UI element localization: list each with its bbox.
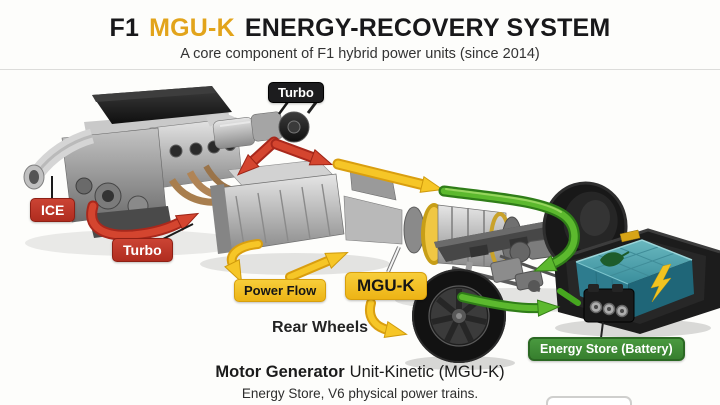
battery-illustration: [553, 228, 720, 334]
turbo-top-label: Turbo: [268, 82, 324, 103]
yellow-arrow-gearbox-hook: [224, 239, 263, 284]
ice-label: ICE: [30, 198, 76, 222]
energy-store-label: Energy Store (Battery): [528, 337, 685, 361]
callout-lines: [51, 98, 604, 339]
header: F1 MGU-K ENERGY-RECOVERY SYSTEM A core com…: [0, 0, 720, 62]
footer-heading-rest: Unit-Kinetic (MGU-K): [349, 363, 505, 381]
rear-wheel-near: [412, 269, 506, 363]
red-arrow-ice-curve: [86, 200, 200, 241]
red-arrow-turbo-right: [270, 138, 334, 166]
green-arrow-regen: [438, 185, 580, 272]
leaf-icon: [600, 251, 630, 267]
callout-line-turbo-red: [162, 223, 194, 240]
yellow-arrow-label-to-wheel: [365, 298, 408, 338]
yellow-arrow-to-mgu: [285, 252, 349, 282]
yellow-arrow-main: [332, 158, 444, 193]
page-title: F1 MGU-K ENERGY-RECOVERY SYSTEM: [0, 14, 720, 43]
power-flow-label: Power Flow: [234, 279, 327, 302]
footer-heading-bold: Motor Generator: [215, 363, 345, 381]
header-divider: [0, 69, 720, 70]
gearbox-illustration: [210, 159, 403, 254]
flow-arrows: [86, 136, 581, 338]
mgu-k-label: MGU-K: [345, 272, 427, 300]
callout-line-mgu: [387, 246, 400, 273]
footer-caption: Energy Store, V6 physical power trains.: [241, 386, 479, 401]
title-f1: F1: [109, 14, 140, 42]
lightning-bolt-icon: [650, 263, 672, 303]
turbo-illustration: [206, 100, 319, 149]
subtitle: A core component of F1 hybrid power unit…: [180, 46, 540, 62]
title-mguk: MGU-K: [149, 14, 235, 42]
green-cable: [557, 288, 581, 306]
title-rest: ENERGY-RECOVERY SYSTEM: [244, 14, 611, 42]
turbo-flow-label: Turbo: [112, 238, 173, 262]
rear-wheels-label: Rear Wheels: [272, 319, 369, 336]
red-arrow-turbo-left: [236, 136, 280, 176]
green-arrow-to-battery: [457, 292, 561, 317]
partial-box: [546, 396, 632, 405]
callout-line-battery: [600, 321, 604, 339]
